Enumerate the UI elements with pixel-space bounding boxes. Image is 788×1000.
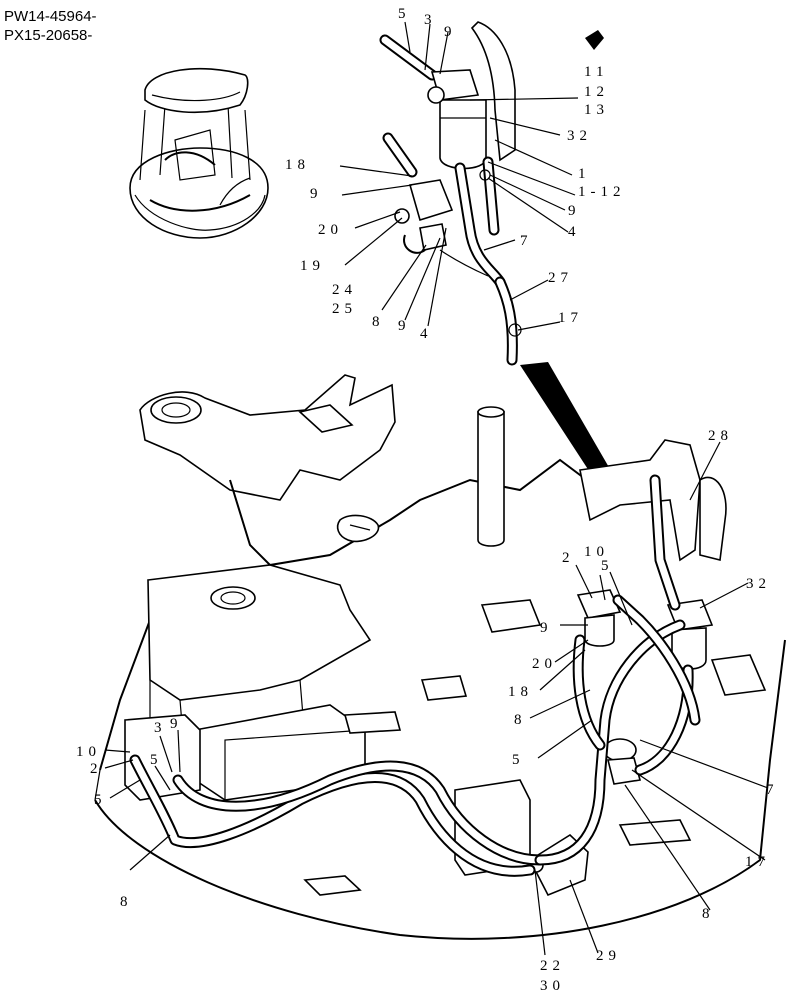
callout-24: 24 xyxy=(332,282,357,298)
callout-1-12: 1-12 xyxy=(578,184,626,200)
callout-9: 9 xyxy=(444,24,457,40)
callout-32: 32 xyxy=(567,128,592,144)
callout-19: 19 xyxy=(300,258,325,274)
callout-8: 8 xyxy=(702,906,715,922)
callout-7: 7 xyxy=(766,782,779,798)
callout-9: 9 xyxy=(568,203,581,219)
main-hoses xyxy=(129,474,701,877)
callout-5: 5 xyxy=(601,558,614,574)
callout-10: 10 xyxy=(584,544,609,560)
swing-bracket xyxy=(139,374,396,501)
callout-labels: 5 3 9 11 12 13 32 18 1 1-12 9 9 20 4 7 1… xyxy=(76,6,779,994)
fuel-pump xyxy=(408,179,454,222)
callout-5: 5 xyxy=(150,752,163,768)
callout-9: 9 xyxy=(398,318,411,334)
callout-29: 29 xyxy=(596,948,621,964)
callout-9: 9 xyxy=(310,186,323,202)
right-bracket xyxy=(579,439,701,562)
callout-2: 2 xyxy=(90,761,103,777)
callout-25: 25 xyxy=(332,301,357,317)
banjo-bolt xyxy=(427,86,445,104)
callout-2: 2 xyxy=(562,550,575,566)
callout-5: 5 xyxy=(398,6,411,22)
callout-3: 3 xyxy=(154,720,167,736)
cab-thumbnail xyxy=(129,67,269,239)
callout-12: 12 xyxy=(584,84,609,100)
mounting-bracket xyxy=(470,21,516,162)
callout-3: 3 xyxy=(424,12,437,28)
callout-9: 9 xyxy=(170,716,183,732)
callout-4: 4 xyxy=(568,224,581,240)
callout-10: 10 xyxy=(76,744,101,760)
callout-11: 11 xyxy=(584,64,608,80)
callout-20: 20 xyxy=(318,222,343,238)
callout-5: 5 xyxy=(94,792,107,808)
callout-9: 9 xyxy=(540,620,553,636)
callout-28: 28 xyxy=(708,428,733,444)
callout-27: 27 xyxy=(548,270,573,286)
callout-20: 20 xyxy=(532,656,557,672)
filter-bowl xyxy=(439,99,487,170)
callout-30: 30 xyxy=(540,978,565,994)
post xyxy=(477,411,505,547)
callout-8: 8 xyxy=(120,894,133,910)
callout-18: 18 xyxy=(285,157,310,173)
callout-13: 13 xyxy=(584,102,609,118)
serial-range-2: PX15-20658- xyxy=(4,27,93,44)
callout-17: 17 xyxy=(745,854,770,870)
callout-17: 17 xyxy=(558,310,583,326)
serial-range-1: PW14-45964- xyxy=(4,8,97,25)
callout-8: 8 xyxy=(514,712,527,728)
main-leaders xyxy=(104,441,769,956)
callout-8: 8 xyxy=(372,314,385,330)
callout-4: 4 xyxy=(420,326,433,342)
upper-structure xyxy=(94,374,786,940)
filter-detail xyxy=(379,21,625,500)
callout-5: 5 xyxy=(512,752,525,768)
callout-18: 18 xyxy=(508,684,533,700)
callout-1: 1 xyxy=(578,166,591,182)
detail-leaders xyxy=(339,21,579,331)
callout-7: 7 xyxy=(520,233,533,249)
pointer-arrow xyxy=(520,362,625,500)
view-arrow-icon xyxy=(585,30,604,50)
callout-22: 22 xyxy=(540,958,565,974)
callout-32: 32 xyxy=(746,576,771,592)
fuel-tank xyxy=(147,564,372,701)
pivot-boss xyxy=(150,396,202,424)
